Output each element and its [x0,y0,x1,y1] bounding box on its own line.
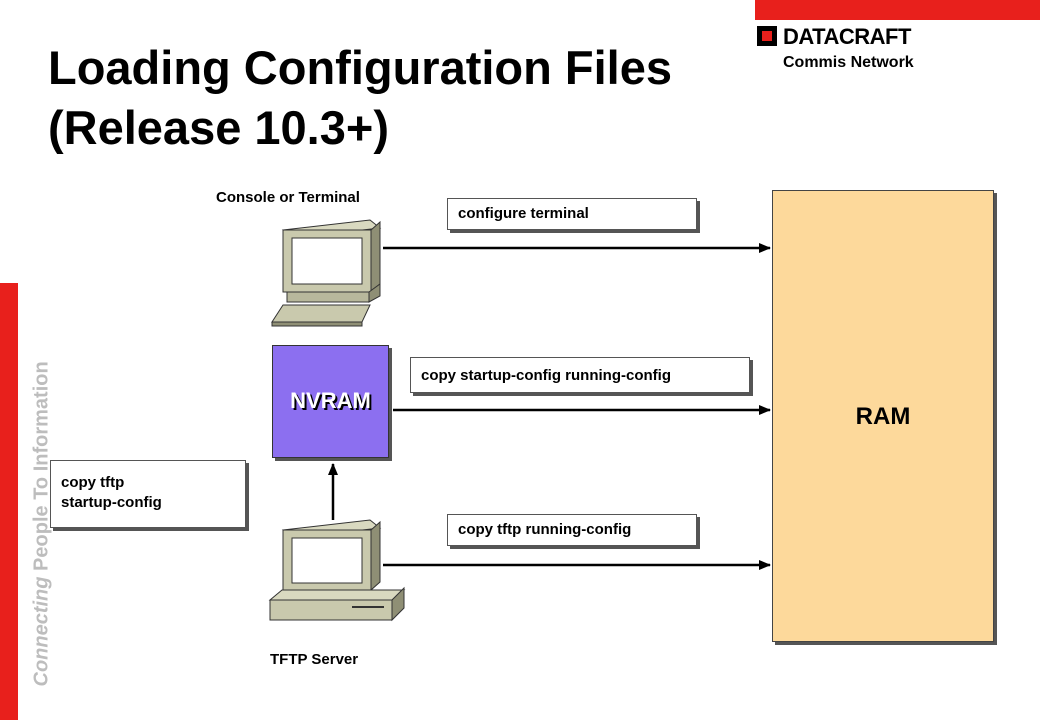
nvram-label: NVRAM [290,388,371,413]
logo-subtitle: Commis Network [783,54,914,71]
cmd-copy-tftp-startup-line1: copy tftp [61,474,125,491]
console-label: Console or Terminal [216,189,360,206]
ram-label: RAM [855,403,911,430]
logo-name: DATACRAFT [783,24,911,49]
title-line-2: (Release 10.3+) [48,101,389,154]
cmd-copy-tftp-running: copy tftp running-config [447,514,697,546]
datacraft-logo: DATACRAFT Commis Network [755,20,955,90]
cmd-copy-startup-running: copy startup-config running-config [410,357,750,393]
slide-title: Loading Configuration Files (Release 10.… [48,38,672,158]
cmd-copy-tftp-startup: copy tftp startup-config [50,460,246,528]
tftp-server-computer-icon [268,519,406,622]
tftp-server-label: TFTP Server [270,651,359,668]
cmd-copy-tftp-startup-line2: startup-config [61,494,162,511]
terminal-computer-icon [271,219,382,327]
title-line-1: Loading Configuration Files [48,41,673,94]
left-accent-bar [0,283,18,720]
cmd-configure-terminal: configure terminal [447,198,697,230]
nvram-box: NVRAM [272,345,389,458]
top-accent-bar [755,0,1040,20]
ram-box: RAM [772,190,994,642]
logo-mark-icon [757,26,777,46]
